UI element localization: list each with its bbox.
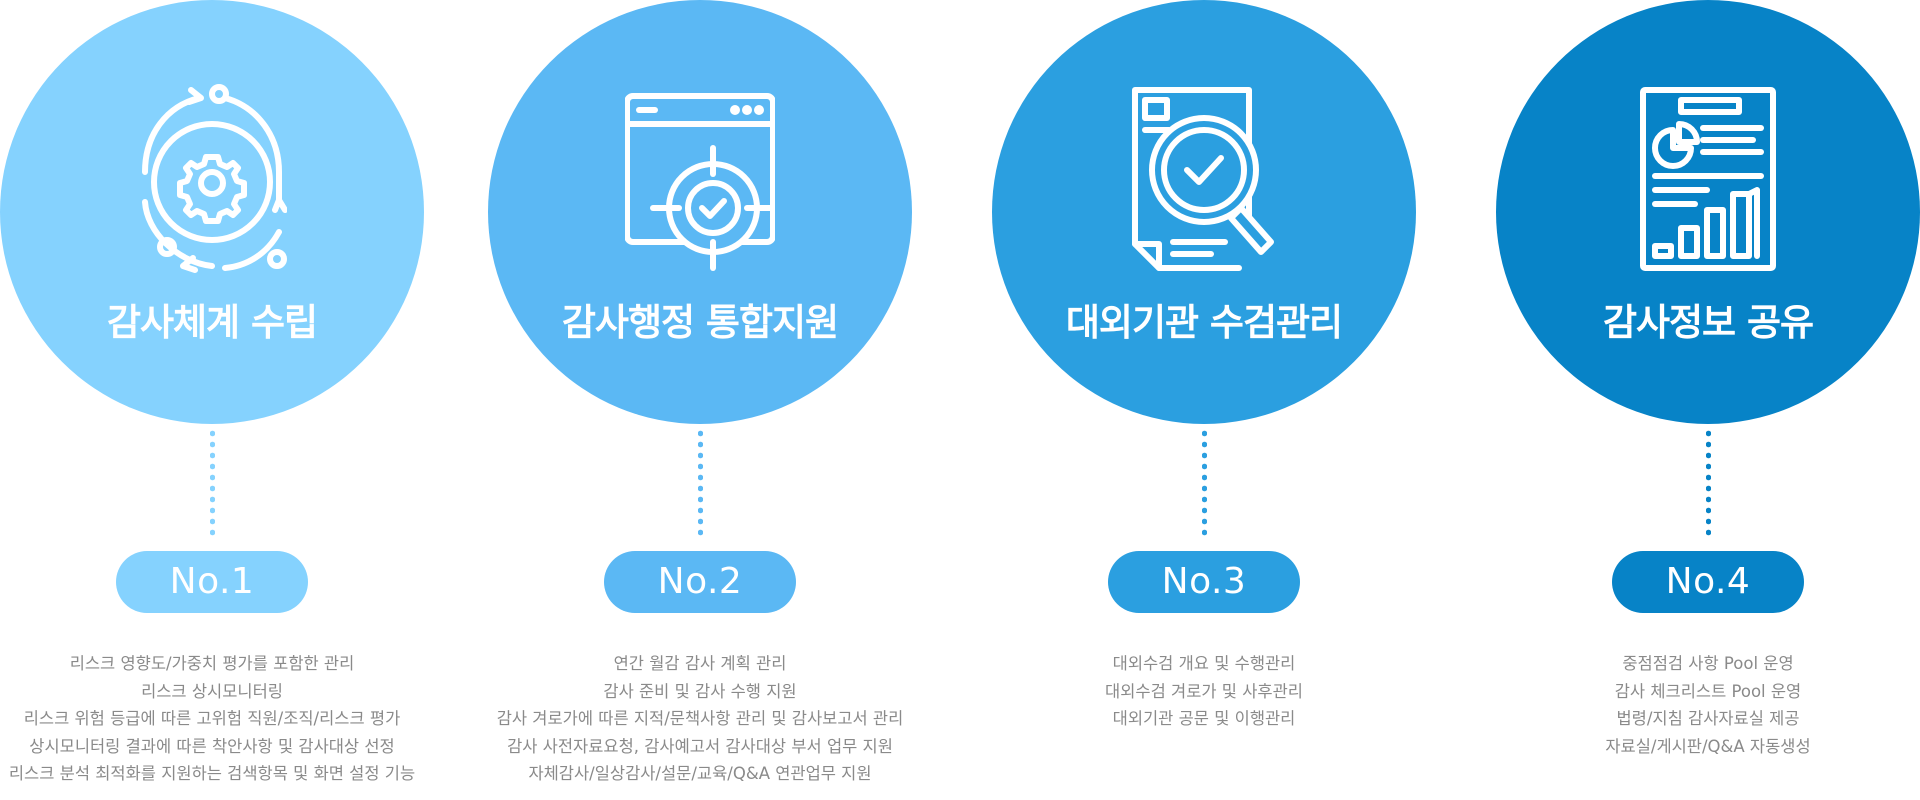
feature-title: 감사정보 공유: [1602, 301, 1814, 344]
feature-column-2: 감사행정 통합지원 No.2 연간 월감 감사 계획 관리 감사 준비 및 감사…: [480, 0, 920, 800]
description-line: 리스크 분석 최적화를 지원하는 검색항목 및 화면 설정 기능: [8, 764, 416, 783]
feature-circle: 대외기관 수검관리: [992, 0, 1416, 424]
number-badge: No.2: [604, 551, 796, 613]
report-chart-icon: [1640, 87, 1776, 271]
description-line: 감사 사전자료요청, 감사예고서 감사대상 부서 업무 지원: [507, 736, 893, 756]
number-badge: No.1: [116, 551, 308, 613]
description-line: 대외수검 개요 및 수행관리: [1112, 654, 1296, 673]
feature-description-list: 대외수검 개요 및 수행관리 대외수검 겨로가 및 사후관리 대외기관 공문 및…: [974, 650, 1434, 733]
description-line: 중점점검 사항 Pool 운영: [1622, 654, 1794, 673]
feature-title: 감사체계 수립: [106, 301, 318, 344]
description-line: 대외수검 겨로가 및 사후관리: [1105, 681, 1303, 701]
gear-cycle-icon: [142, 84, 287, 273]
feature-circle: 감사행정 통합지원: [488, 0, 912, 424]
description-line: 감사 준비 및 감사 수행 지원: [603, 681, 797, 701]
dotted-connector: [1706, 428, 1711, 538]
description-line: 법령/지침 감사자료실 제공: [1616, 709, 1800, 728]
feature-description-list: 중점점검 사항 Pool 운영 감사 체크리스트 Pool 운영 법령/지침 감…: [1478, 650, 1920, 760]
feature-circle: 감사체계 수립: [0, 0, 424, 424]
description-line: 리스크 영향도/가중치 평가를 포함한 관리: [69, 654, 355, 673]
description-line: 감사 체크리스트 Pool 운영: [1614, 681, 1802, 701]
description-line: 대외기관 공문 및 이행관리: [1112, 709, 1296, 728]
dotted-connector: [1202, 428, 1207, 538]
description-line: 리스크 위험 등급에 따른 고위험 직원/조직/리스크 평가: [23, 709, 401, 728]
description-line: 연간 월감 감사 계획 관리: [613, 654, 787, 673]
description-line: 리스크 상시모니터링: [141, 681, 283, 701]
description-line: 감사 겨로가에 따른 지적/문책사항 관리 및 감사보고서 관리: [496, 709, 904, 728]
feature-description-list: 리스크 영향도/가중치 평가를 포함한 관리 리스크 상시모니터링 리스크 위험…: [0, 650, 442, 788]
number-badge: No.3: [1108, 551, 1300, 613]
browser-target-icon: [625, 93, 775, 271]
description-line: 상시모니터링 결과에 따른 착안사항 및 감사대상 선정: [29, 736, 395, 756]
feature-circle: 감사정보 공유: [1496, 0, 1920, 424]
feature-title: 대외기관 수검관리: [1065, 301, 1343, 344]
feature-title: 감사행정 통합지원: [561, 301, 839, 344]
document-magnifier-icon: [1132, 87, 1274, 271]
feature-column-4: 감사정보 공유 No.4 중점점검 사항 Pool 운영 감사 체크리스트 Po…: [1488, 0, 1920, 800]
feature-description-list: 연간 월감 감사 계획 관리 감사 준비 및 감사 수행 지원 감사 겨로가에 …: [470, 650, 930, 788]
dotted-connector: [210, 428, 215, 538]
number-badge: No.4: [1612, 551, 1804, 613]
dotted-connector: [698, 428, 703, 538]
description-line: 자체감사/일상감사/설문/교육/Q&A 연관업무 지원: [528, 764, 872, 783]
feature-column-1: 감사체계 수립 No.1 리스크 영향도/가중치 평가를 포함한 관리 리스크 …: [0, 0, 432, 800]
description-line: 자료실/게시판/Q&A 자동생성: [1605, 736, 1811, 756]
feature-column-3: 대외기관 수검관리 No.3 대외수검 개요 및 수행관리 대외수검 겨로가 및…: [984, 0, 1424, 800]
